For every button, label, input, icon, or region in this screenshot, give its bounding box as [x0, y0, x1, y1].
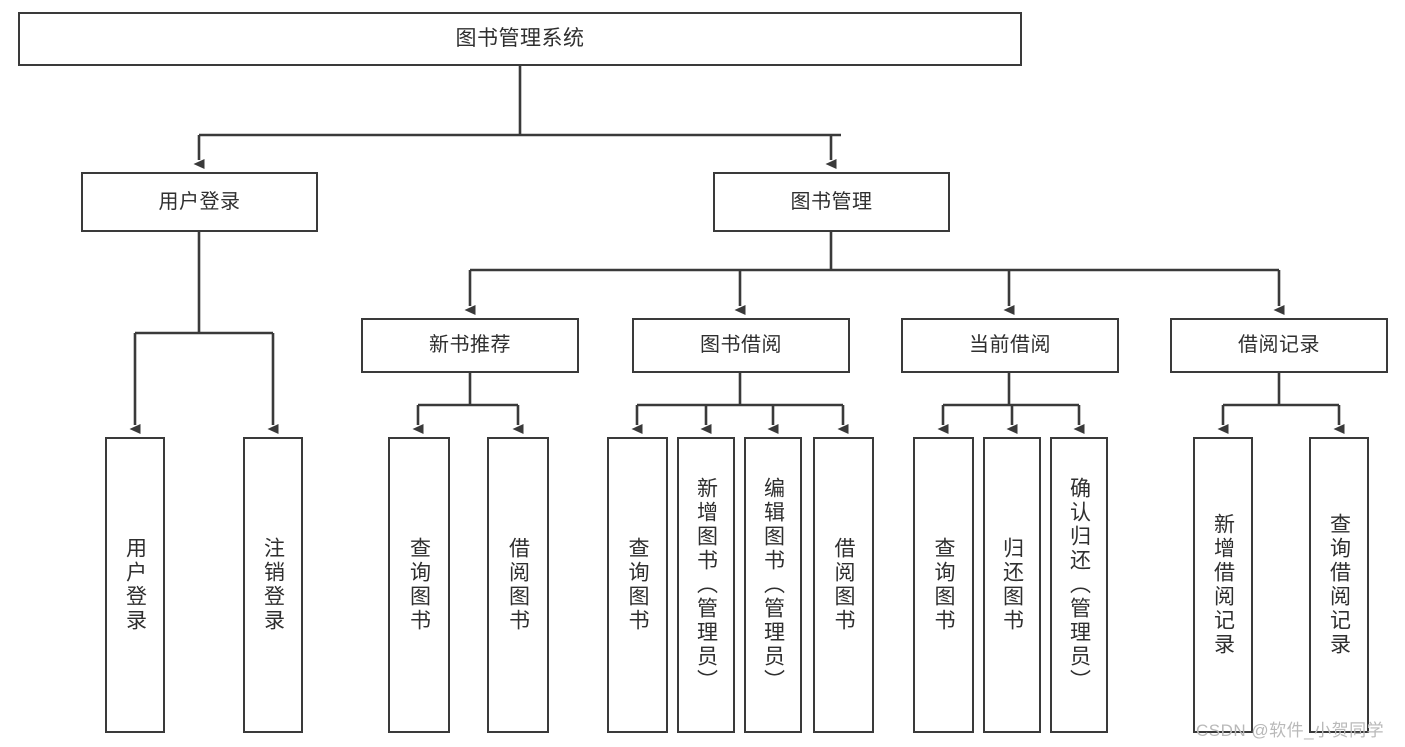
- leaf-borrow-book-1-label: 借阅图书: [506, 537, 530, 633]
- leaf-confirm-return-admin[interactable]: 确认归还（管理员）: [1050, 437, 1108, 733]
- node-user-login[interactable]: 用户登录: [81, 172, 318, 232]
- leaf-return-book[interactable]: 归还图书: [983, 437, 1041, 733]
- leaf-borrow-book-1[interactable]: 借阅图书: [487, 437, 549, 733]
- leaf-query-book-2-label: 查询图书: [626, 537, 649, 633]
- leaf-borrow-book-2[interactable]: 借阅图书: [813, 437, 874, 733]
- node-book-borrow-label: 图书借阅: [700, 334, 782, 357]
- leaf-query-book-2[interactable]: 查询图书: [607, 437, 668, 733]
- node-current-borrow[interactable]: 当前借阅: [901, 318, 1119, 373]
- leaf-user-logout[interactable]: 注销登录: [243, 437, 303, 733]
- leaf-user-login[interactable]: 用户登录: [105, 437, 165, 733]
- node-current-borrow-label: 当前借阅: [969, 334, 1051, 357]
- leaf-add-book-admin-label: 新增图书（管理员）: [694, 477, 718, 693]
- leaf-query-book-1[interactable]: 查询图书: [388, 437, 450, 733]
- leaf-query-book-1-label: 查询图书: [407, 537, 431, 633]
- node-new-book-recommend-label: 新书推荐: [429, 334, 511, 357]
- leaf-user-logout-label: 注销登录: [261, 537, 285, 633]
- leaf-user-login-label: 用户登录: [123, 537, 147, 633]
- node-root[interactable]: 图书管理系统: [18, 12, 1022, 66]
- leaf-query-borrow-record-label: 查询借阅记录: [1327, 513, 1351, 657]
- leaf-borrow-book-2-label: 借阅图书: [832, 537, 855, 633]
- leaf-add-book-admin[interactable]: 新增图书（管理员）: [677, 437, 735, 733]
- node-book-manage-label: 图书管理: [790, 190, 873, 213]
- node-book-manage[interactable]: 图书管理: [713, 172, 950, 232]
- leaf-confirm-return-admin-label: 确认归还（管理员）: [1067, 477, 1091, 693]
- node-book-borrow[interactable]: 图书借阅: [632, 318, 850, 373]
- node-root-label: 图书管理系统: [455, 27, 585, 51]
- leaf-add-borrow-record-label: 新增借阅记录: [1211, 513, 1235, 657]
- leaf-edit-book-admin-label: 编辑图书（管理员）: [761, 477, 785, 693]
- leaf-add-borrow-record[interactable]: 新增借阅记录: [1193, 437, 1253, 733]
- node-user-login-label: 用户登录: [158, 190, 241, 213]
- leaf-query-book-3-label: 查询图书: [932, 537, 955, 633]
- leaf-query-book-3[interactable]: 查询图书: [913, 437, 974, 733]
- watermark: CSDN @软件_小贺同学: [1196, 721, 1385, 740]
- leaf-edit-book-admin[interactable]: 编辑图书（管理员）: [744, 437, 802, 733]
- leaf-return-book-label: 归还图书: [1000, 537, 1024, 633]
- node-new-book-recommend[interactable]: 新书推荐: [361, 318, 579, 373]
- node-borrow-record[interactable]: 借阅记录: [1170, 318, 1388, 373]
- leaf-query-borrow-record[interactable]: 查询借阅记录: [1309, 437, 1369, 733]
- node-borrow-record-label: 借阅记录: [1238, 334, 1320, 357]
